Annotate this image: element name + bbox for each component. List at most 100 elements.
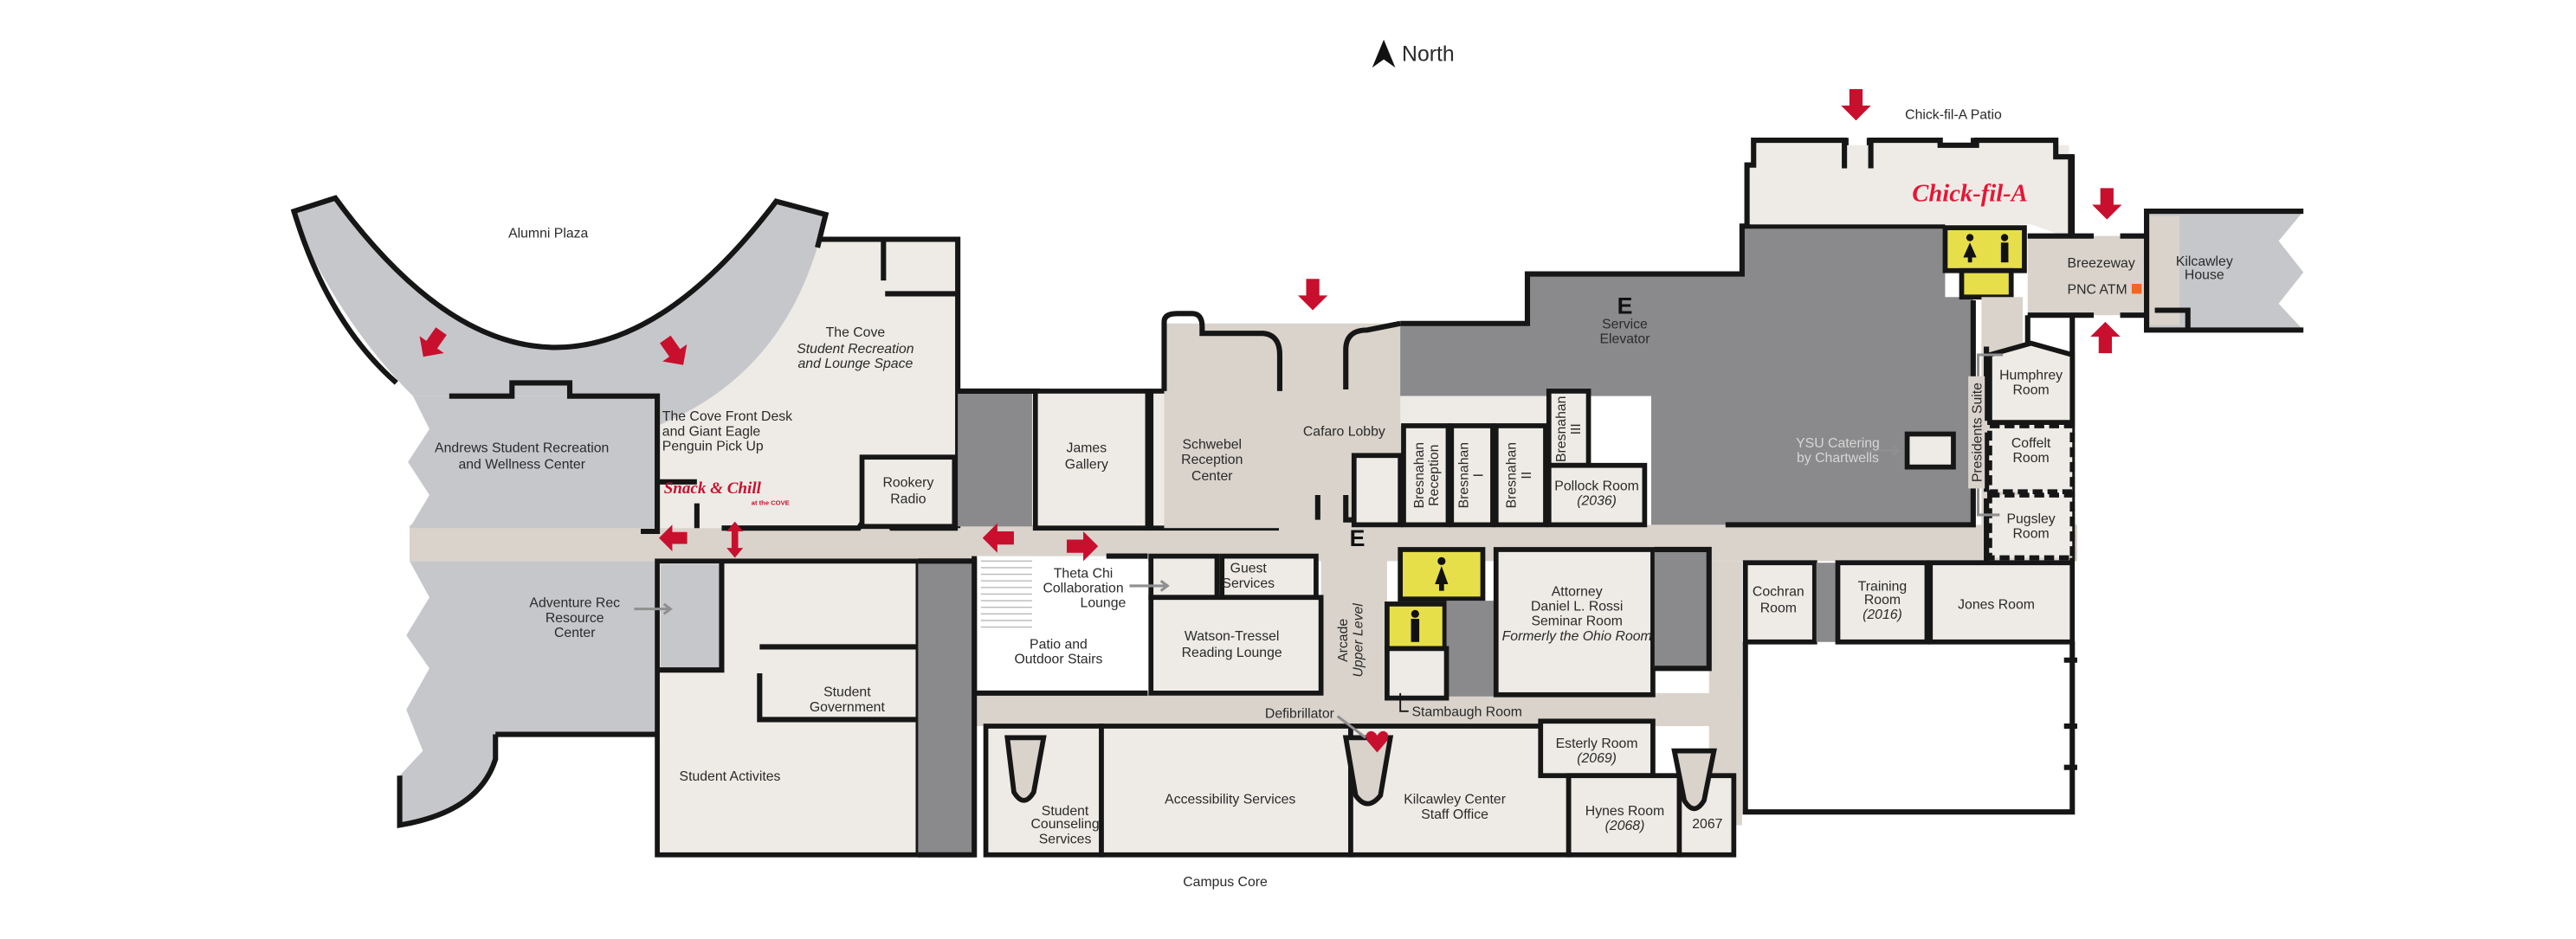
label-adventure-rec: Adventure Rec [529,596,620,611]
north-arrow-icon [1372,39,1396,68]
label-service-elevator: Elevator [1599,332,1650,347]
hynes-room [1566,773,1682,858]
label-guest-services: Services [1222,576,1275,591]
label-watson-tressel: Watson-Tressel [1185,629,1280,644]
patio-outdoor-stairs [974,556,1148,693]
pollock-room [1546,462,1648,528]
label-staff-office: Kilcawley Center [1404,793,1506,807]
stairwell-funnel-center [1342,735,1394,807]
label-hynes: (2068) [1605,819,1645,833]
pugsley-room [1987,492,2076,561]
chickfila-dining [1750,145,2069,225]
label-coffelt: Room [2012,451,2049,466]
jones-room [1927,560,2076,645]
label-student-activities: Student Activites [680,769,781,784]
label-arcade: Arcade [1336,619,1351,662]
bresnahan-1-room [1449,423,1495,528]
adventure-rec-pointer [634,602,673,615]
label-attorney: Seminar Room [1531,614,1622,629]
lower-right-service [1816,563,1838,642]
lower-right-outline [1742,641,2077,815]
stairwell-block [958,390,1032,527]
student-activities-service [918,561,975,855]
label-the-cove-sub: and Lounge Space [798,357,914,371]
theta-chi-lounge-room [1148,553,1220,601]
label-alumni-plaza: Alumni Plaza [508,227,588,241]
label-cove-desk: The Cove Front Desk [662,409,792,424]
women-restroom-icon-north [1963,234,1977,263]
elevator-icon: E [1350,525,1365,551]
rookery-radio-room [859,454,958,530]
chickfila-walls [1744,138,2074,245]
label-theta-chi: Collaboration [1043,582,1123,596]
kilcawley-house-walls [2144,209,2304,333]
label-theta-chi: Lounge [1081,596,1127,611]
label-pollock: (2036) [1577,493,1617,508]
andrews-wall [397,380,697,829]
label-room-2067: 2067 [1692,817,1722,832]
snack-chill-logo: Snack & Chill [664,479,762,498]
arcade-corridor [1320,528,1387,727]
bresnahan-corridor [1400,396,1549,426]
label-student-government: Student [823,685,871,700]
stairwell-funnel-west [1004,735,1047,803]
label-bresnahan-2: II [1520,472,1534,479]
chickfila-logo: Chick-fil-A [1912,181,2027,208]
training-room [1835,560,1930,645]
label-esterly: (2069) [1577,751,1617,766]
label-watson-tressel: Reading Lounge [1182,646,1282,660]
label-service-elevator: Service [1602,317,1648,331]
presidents-suite-label-bg [1968,376,1985,489]
theta-chi-pointer [1129,579,1170,592]
stambaugh-pointer [1399,692,1409,712]
label-james: James [1067,441,1107,455]
label-cove-desk: and Giant Eagle [662,424,761,439]
adventure-rec-area [399,561,658,826]
label-pnc-atm: PNC ATM [2068,282,2127,297]
label-patio: Outdoor Stairs [1014,653,1102,667]
label-adventure-rec: Center [554,626,595,640]
service-area [1400,226,1973,525]
humphrey-room [1987,340,2076,426]
label-cochran: Room [1760,601,1797,615]
accessibility-services-room [1099,724,1353,858]
label-breezeway: Breezeway [2068,256,2135,271]
label-andrews: and Wellness Center [458,458,585,473]
label-cochran: Cochran [1753,584,1804,599]
cochran-room [1742,560,1817,645]
north-compass: North [1372,39,1455,68]
label-counseling: Services [1039,832,1092,846]
seminar-service-wall [1654,546,1712,672]
men-restroom-icon [1411,609,1420,642]
label-defibrillator: Defibrillator [1265,706,1334,721]
label-the-cove-sub: Student Recreation [797,342,914,357]
label-bresnahan-1: Bresnahan [1456,442,1471,508]
entrance-arrow-updown [726,521,744,558]
stambaugh-room [1385,646,1449,701]
label-theta-chi: Theta Chi [1054,566,1114,581]
plaza-outer-wall [290,195,830,385]
outdoor-stairs [980,560,1032,628]
label-training: Room [1864,593,1901,608]
label-bresnahan-3: III [1569,423,1584,434]
watson-tressel-room [1148,595,1324,696]
label-attorney: Formerly the Ohio Room [1502,629,1652,644]
label-schwebel: Reception [1181,453,1243,467]
label-patio: Patio and [1030,637,1088,652]
breezeway [2027,235,2147,316]
label-guest-services: Guest [1230,562,1268,576]
student-government-walls [757,644,919,723]
restroom-north [1942,225,2027,273]
label-accessibility: Accessibility Services [1165,793,1295,807]
label-coffelt: Coffelt [2011,436,2051,451]
label-attorney: Daniel L. Rossi [1531,600,1623,614]
label-pugsley: Pugsley [2006,511,2055,526]
label-adventure-rec: Resource [546,611,604,626]
snack-chill-logo-sub: at the COVE [752,498,790,506]
label-the-cove: The Cove [826,325,886,340]
adventure-rec-room [660,564,720,671]
service-area-walls [1400,223,1976,528]
atm-marker [2131,283,2142,294]
bresnahan-reception-room [1401,423,1451,528]
andrews-center-area [408,396,658,529]
